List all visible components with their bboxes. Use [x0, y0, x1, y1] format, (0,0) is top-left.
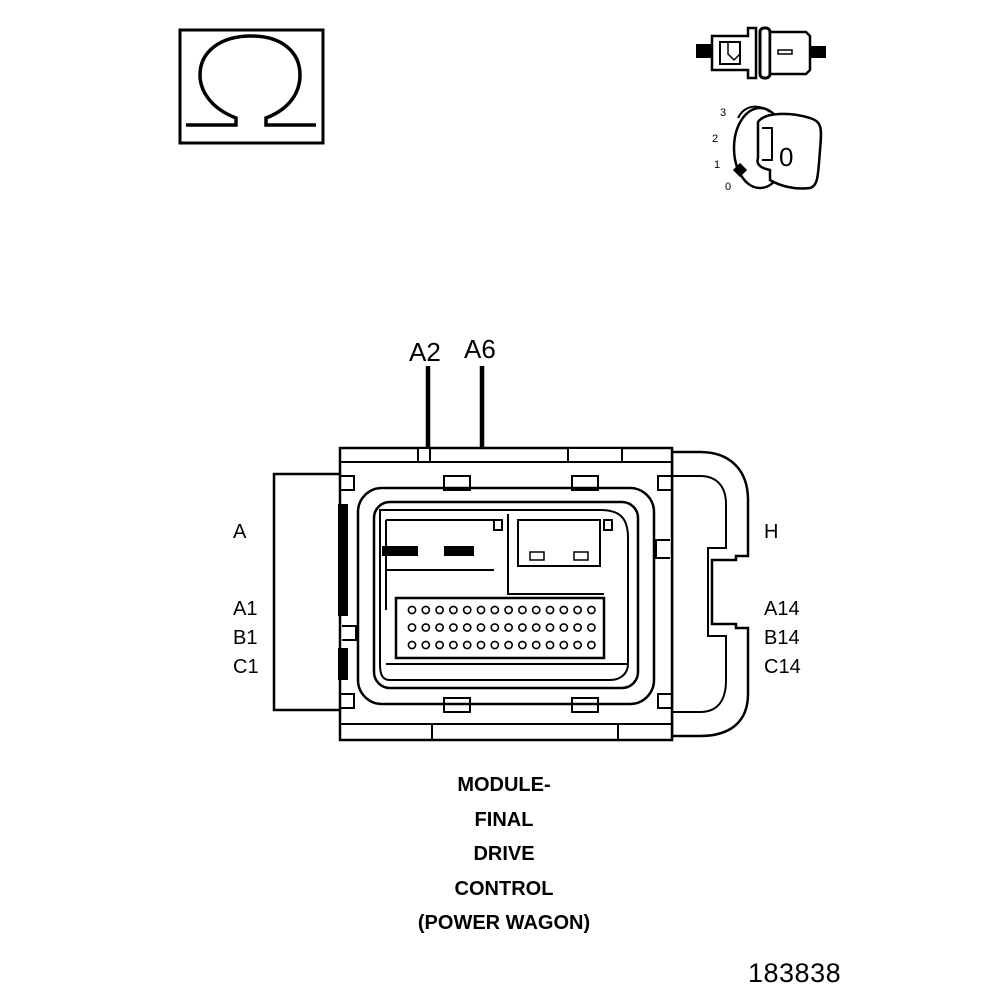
pin-c1	[407, 640, 417, 650]
pin-b14	[587, 623, 596, 632]
ignition-key-label: 0	[779, 142, 793, 172]
pin-c12	[559, 640, 569, 650]
pin-c6	[476, 640, 486, 650]
ohm-symbol-icon	[178, 28, 325, 145]
pin-a13	[573, 605, 582, 615]
ignition-key-off-icon: 3 2 1 0 0	[712, 105, 823, 193]
pin-c14	[587, 640, 596, 650]
callout-a6-label: A6	[464, 334, 496, 364]
connector-caption: MODULE- FINAL DRIVE CONTROL (POWER WAGON…	[304, 768, 704, 941]
pin-b6	[476, 623, 486, 632]
pin-b5	[462, 623, 472, 632]
label-row-a14: A14	[764, 598, 800, 620]
pin-c10	[531, 640, 541, 650]
pin-b11	[545, 623, 555, 632]
ignition-position-3: 3	[720, 107, 726, 119]
pin-c9	[518, 640, 527, 650]
pin-c4	[448, 640, 458, 650]
pin-b7	[490, 623, 500, 632]
ignition-position-0: 0	[725, 181, 731, 193]
pin-a6	[476, 605, 486, 615]
label-side-a: A	[233, 521, 247, 543]
pin-a1	[407, 605, 417, 615]
label-row-b1: B1	[233, 627, 257, 649]
caption-line-3: DRIVE	[473, 843, 535, 865]
pin-b12	[559, 623, 569, 632]
ignition-position-2: 2	[712, 133, 718, 145]
connector-disconnected-icon	[696, 26, 826, 80]
pin-b2	[421, 623, 431, 632]
pin-b3	[435, 623, 444, 632]
pin-b4	[448, 623, 458, 632]
label-row-a1: A1	[233, 598, 257, 620]
label-row-c1: C1	[233, 656, 259, 678]
pin-c8	[504, 640, 513, 650]
caption-line-5: (POWER WAGON)	[417, 912, 591, 934]
pin-c11	[545, 640, 555, 650]
caption-line-4: CONTROL	[454, 877, 554, 900]
pin-a4	[448, 605, 458, 615]
connector-body	[272, 446, 750, 742]
pin-b1	[407, 623, 417, 632]
pin-a8	[504, 605, 513, 615]
connector-labels: A H A1 B1 C1 A14 B14 C14	[233, 521, 801, 678]
pin-c13	[573, 640, 582, 650]
caption-line-2: FINAL	[474, 808, 534, 831]
pin-a11	[545, 605, 555, 615]
pin-a10	[531, 605, 541, 615]
pin-b13	[573, 623, 582, 632]
pin-b10	[531, 623, 541, 632]
pin-a14	[587, 605, 596, 615]
pin-c3	[435, 640, 444, 650]
pin-a9	[518, 605, 527, 615]
label-side-h: H	[764, 521, 778, 543]
pin-grid	[407, 605, 596, 650]
callout-a2-label: A2	[409, 337, 441, 367]
figure-number: 183838	[748, 958, 842, 988]
ignition-position-1: 1	[714, 159, 720, 171]
pin-b8	[504, 623, 513, 632]
pin-a7	[490, 605, 500, 615]
pin-c5	[462, 640, 472, 650]
label-row-c14: C14	[764, 656, 801, 678]
pin-a2	[421, 605, 431, 615]
pin-b9	[518, 623, 527, 632]
pin-a3	[435, 605, 444, 615]
caption-line-1: MODULE-	[457, 774, 551, 796]
label-row-b14: B14	[764, 627, 800, 649]
pin-c7	[490, 640, 500, 650]
pin-block	[394, 596, 606, 660]
pin-c2	[421, 640, 431, 650]
pin-a12	[559, 605, 569, 615]
pin-a5	[462, 605, 472, 615]
